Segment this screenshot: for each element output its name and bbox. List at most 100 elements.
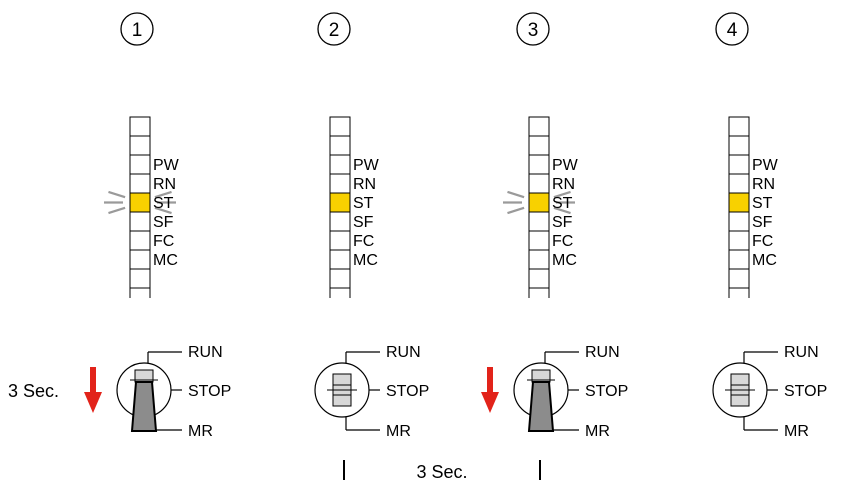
led-label-fc: FC [752,233,773,250]
led-cell [528,230,550,251]
step-number-circle [715,12,749,46]
hold-arrow-head [84,392,102,413]
led-cell [129,135,151,156]
switch-label-stop: STOP [585,383,628,400]
hold-duration-label: 3 Sec. [8,381,59,401]
switch-lever-mr [527,381,555,432]
hold-arrow-shaft [487,367,493,394]
flash-ray [154,190,172,199]
led-label-st: ST [353,195,374,212]
strip-crop [725,298,785,308]
led-cell [329,135,351,156]
flash-ray [553,206,571,215]
led-cell [329,211,351,232]
led-cell [129,268,151,289]
led-cell [528,135,550,156]
led-label-rn: RN [752,176,775,193]
led-cell [329,173,351,194]
strip-crop [126,298,186,308]
switch-label-run: RUN [386,344,421,361]
led-label-mc: MC [153,252,178,269]
led-cell [728,135,750,156]
led-cell [329,268,351,289]
led-label-fc: FC [153,233,174,250]
flash-ray [507,190,525,199]
led-cell [329,154,351,175]
switch-label-run: RUN [188,344,223,361]
led-label-rn: RN [353,176,376,193]
led-label-sf: SF [353,214,374,231]
led-label-st: ST [552,195,573,212]
led-label-pw: PW [552,157,579,174]
led-st [129,192,151,213]
flash-ray [553,190,571,199]
hold-arrow-head [481,392,499,413]
led-label-sf: SF [552,214,573,231]
switch-label-mr: MR [784,423,809,440]
led-cell [528,268,550,289]
switch-label-run: RUN [585,344,620,361]
led-label-mc: MC [752,252,777,269]
step-number: 2 [329,20,340,41]
led-cell [329,116,351,137]
switch-label-mr: MR [585,423,610,440]
led-cell [728,173,750,194]
led-label-sf: SF [752,214,773,231]
led-cell [528,154,550,175]
led-cell [129,173,151,194]
step-number-circle [317,12,351,46]
led-st [528,192,550,213]
led-label-rn: RN [552,176,575,193]
led-cell [728,154,750,175]
led-cell [528,116,550,137]
step-number: 1 [132,20,143,41]
led-cell [129,154,151,175]
step-number-circle [516,12,550,46]
led-cell [528,211,550,232]
interval-duration-label: 3 Sec. [416,462,467,482]
step-number: 3 [528,20,539,41]
led-cell [129,249,151,270]
led-cell [329,249,351,270]
switch-label-run: RUN [784,344,819,361]
led-cell [728,116,750,137]
led-cell [129,116,151,137]
led-label-pw: PW [752,157,779,174]
switch-lever-mr [130,381,158,432]
switch-label-mr: MR [188,423,213,440]
led-cell [528,173,550,194]
led-label-fc: FC [353,233,374,250]
flash-ray [154,206,172,215]
led-label-st: ST [752,195,773,212]
led-cell [728,230,750,251]
led-cell [129,230,151,251]
led-label-st: ST [153,195,174,212]
led-label-mc: MC [353,252,378,269]
led-st [329,192,351,213]
led-label-mc: MC [552,252,577,269]
led-st [728,192,750,213]
flash-ray [507,206,525,215]
led-cell [728,249,750,270]
switch-label-mr: MR [386,423,411,440]
led-label-sf: SF [153,214,174,231]
flash-ray [108,190,126,199]
step-number: 4 [727,20,738,41]
step-number-circle [120,12,154,46]
strip-crop [525,298,585,308]
switch-label-stop: STOP [188,383,231,400]
led-cell [329,230,351,251]
led-label-fc: FC [552,233,573,250]
led-label-pw: PW [353,157,380,174]
switch-label-stop: STOP [784,383,827,400]
led-cell [728,211,750,232]
step-3: 3PW RN ST SF FC MC RUN STOP MR [481,12,628,440]
led-cell [728,268,750,289]
step-2: 2PW RN ST SF FC MC RUN STOP MR [314,12,429,440]
switch-label-stop: STOP [386,383,429,400]
strip-crop [326,298,386,308]
led-cell [129,211,151,232]
led-label-rn: RN [153,176,176,193]
